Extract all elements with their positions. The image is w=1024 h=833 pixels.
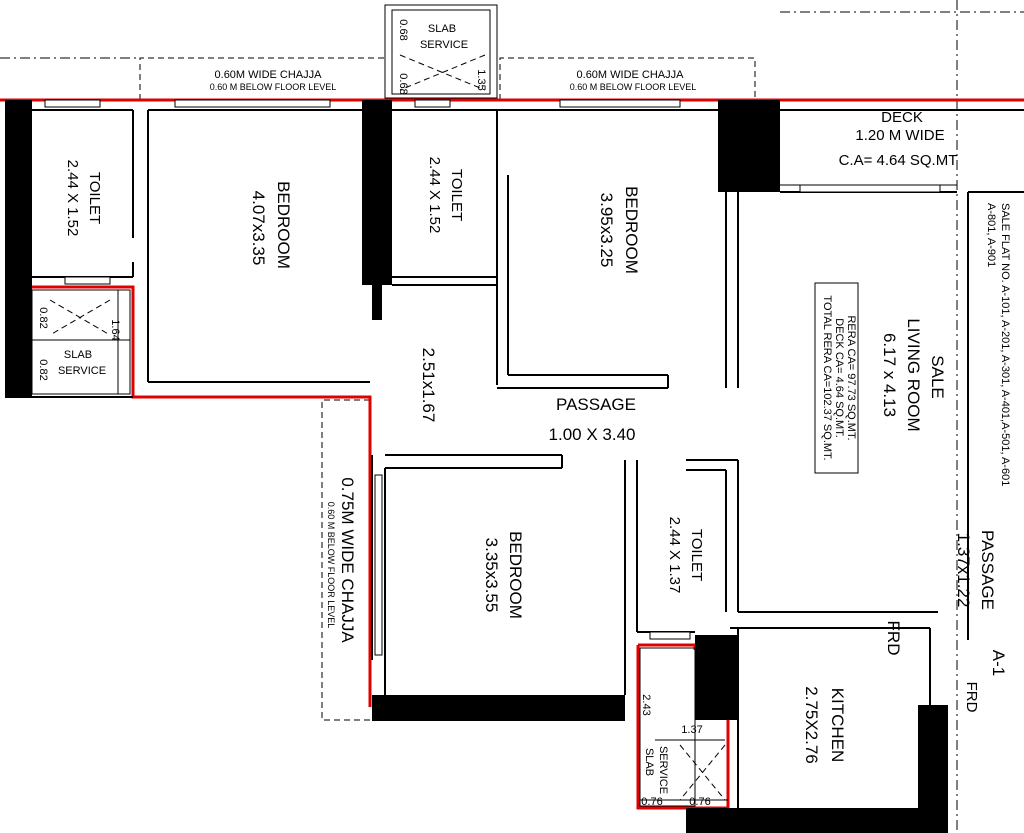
- slab-top-line1: SLAB: [428, 23, 456, 35]
- frd-tag: FRD: [884, 621, 903, 656]
- chajja-west-sub: 0.60 M BELOW FLOOR LEVEL: [326, 502, 336, 629]
- slab-service-bottom: [639, 647, 728, 807]
- slab-top-dim-2: 0.68: [397, 73, 409, 94]
- bedroom-2-name: BEDROOM: [622, 186, 641, 274]
- slab-top-dim-3: 1.35: [475, 69, 487, 90]
- toilet-2-name: TOILET: [448, 169, 465, 221]
- slab-top-dim-1: 0.68: [397, 19, 409, 40]
- passage-side-name: PASSAGE: [978, 530, 997, 610]
- passage-main-size: 1.00 X 3.40: [549, 425, 636, 444]
- deck-area: C.A= 4.64 SQ.MT: [839, 152, 958, 169]
- living-name: SALE: [928, 355, 947, 398]
- kitchen-size: 2.75X2.76: [802, 686, 821, 764]
- deck-name: DECK: [881, 109, 923, 126]
- chajja-left-title: 0.60M WIDE CHAJJA: [215, 69, 323, 81]
- chajja-west-title: 0.75M WIDE CHAJJA: [338, 477, 357, 643]
- flat-id-tag: A-1: [989, 650, 1008, 676]
- kitchen-name: KITCHEN: [828, 688, 847, 763]
- slab-left-dim-1: 0.82: [37, 307, 49, 328]
- chajja-right-sub: 0.60 M BELOW FLOOR LEVEL: [570, 82, 697, 92]
- bedroom-3-name: BEDROOM: [506, 531, 525, 619]
- toilet-2-size: 2.44 X 1.52: [426, 157, 443, 234]
- chajja-left-sub: 0.60 M BELOW FLOOR LEVEL: [210, 82, 337, 92]
- slab-left-line2: SERVICE: [58, 365, 106, 377]
- slab-left-dim-3: 0.82: [37, 359, 49, 380]
- living-sub: LIVING ROOM: [904, 318, 923, 431]
- rera-line3: TOTAL RERA CA=102.37 SQ.MT.: [821, 295, 833, 460]
- bedroom-1-size: 4.07x3.35: [249, 191, 268, 266]
- rera-line1: RERA CA= 97.73 SQ.MT.: [845, 315, 857, 440]
- sale-flat-line2: A-801, A-901: [985, 203, 997, 267]
- slab-service-top: [384, 4, 498, 99]
- passage-main-name: PASSAGE: [556, 395, 636, 414]
- slab-left-dim-2: 1.64: [109, 319, 121, 340]
- bedroom-2-size: 3.95x3.25: [597, 193, 616, 268]
- frd-small-tag: FRD: [963, 682, 980, 713]
- toilet-1-size: 2.44 X 1.52: [64, 160, 81, 237]
- bedroom-1-name: BEDROOM: [274, 181, 293, 269]
- slab-left-line1: SLAB: [64, 349, 92, 361]
- living-size: 6.17 x 4.13: [880, 333, 899, 417]
- slab-bottom-line2: SLAB: [643, 748, 655, 776]
- columns: [5, 100, 948, 833]
- toilet-1-name: TOILET: [86, 172, 103, 224]
- windows: [44, 99, 941, 656]
- bedroom-3-size: 3.35x3.55: [482, 538, 501, 613]
- deck-width: 1.20 M WIDE: [855, 127, 944, 144]
- passage-side-size: 1.37x1.22: [954, 533, 973, 608]
- slab-bottom-line1: SERVICE: [657, 746, 669, 794]
- slab-top-line2: SERVICE: [420, 39, 468, 51]
- bottom-slab-dim-right: 0.76: [689, 796, 710, 808]
- rera-line2: DECK CA= 4.64 SQ.MT.: [833, 318, 845, 438]
- bottom-slab-dim-center: 1.37: [681, 724, 702, 736]
- slab-bottom-dim-side: 2.43: [640, 694, 652, 715]
- toilet-3-name: TOILET: [688, 529, 705, 581]
- toilet-3-size: 2.44 X 1.37: [666, 517, 683, 594]
- chajja-right-title: 0.60M WIDE CHAJJA: [577, 69, 685, 81]
- rera-box: [814, 282, 859, 474]
- bottom-slab-dim-left: 0.76: [641, 796, 662, 808]
- sale-flat-line1: SALE FLAT NO. A-101, A-201, A-301, A-401…: [999, 203, 1011, 486]
- lobby-dim: 2.51x1.67: [419, 348, 438, 423]
